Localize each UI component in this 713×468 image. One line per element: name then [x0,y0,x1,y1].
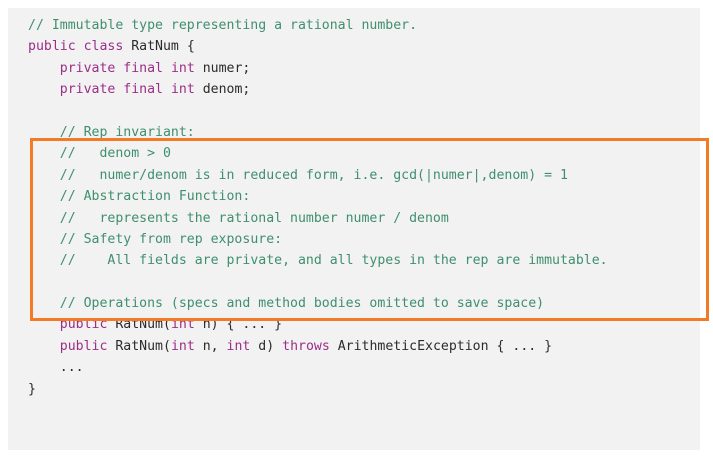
code-token-id: d) [250,338,283,354]
code-line: // numer/denom is in reduced form, i.e. … [28,165,700,186]
code-token-pl [28,189,60,204]
code-token-kw: int [170,317,195,333]
code-token-pl [28,146,60,161]
code-line: public RatNum(int n, int d) throws Arith… [28,336,700,357]
code-token-pl [163,82,171,97]
code-token-cm: // represents the rational number numer … [59,210,449,226]
code-token-pl [28,61,60,76]
code-token-pl [163,61,171,76]
code-line: // Safety from rep exposure: [28,229,700,250]
code-token-cm: // Rep invariant: [59,124,195,140]
code-token-id: RatNum( [107,338,171,354]
code-token-id: ... [28,360,84,376]
code-line: } [28,379,700,400]
code-line: // Rep invariant: [28,122,700,143]
code-line: public class RatNum { [28,36,700,57]
code-token-id: numer; [194,60,251,76]
code-line: // Operations (specs and method bodies o… [28,293,700,314]
code-token-pl [28,317,60,332]
code-token-id: RatNum { [123,39,195,55]
code-token-id: ArithmeticException { ... } [329,338,553,354]
code-token-cm: // Immutable type representing a rationa… [28,18,418,33]
code-line: private final int numer; [28,58,700,79]
code-token-kw: private [59,60,116,76]
code-line: public RatNum(int n) { ... } [28,314,700,335]
code-lines-container: // Immutable type representing a rationa… [28,15,700,400]
code-token-cm: // Abstraction Function: [59,189,251,205]
code-token-kw: public [28,39,76,55]
code-token-cm: // Operations (specs and method bodies o… [59,296,545,312]
code-token-pl [76,39,84,54]
code-token-id: denom; [194,82,251,98]
code-token-pl [28,253,60,268]
code-token-id: n, [194,338,227,354]
code-token-cm: // All fields are private, and all types… [59,253,608,269]
code-line: // denom > 0 [28,143,700,164]
code-token-kw: int [170,60,195,76]
code-token-kw: final [123,60,163,76]
code-token-cm: // denom > 0 [59,146,171,162]
code-token-pl [28,125,60,140]
code-line [28,101,700,122]
code-token-kw: final [123,82,163,98]
code-line: // Immutable type representing a rationa… [28,15,700,36]
code-line: // represents the rational number numer … [28,208,700,229]
code-block: // Immutable type representing a rationa… [8,8,709,450]
code-token-kw: throws [282,338,330,354]
code-token-id: RatNum( [107,317,171,333]
code-token-cm: // numer/denom is in reduced form, i.e. … [59,167,568,183]
code-token-pl [28,104,36,119]
code-token-pl [28,296,60,311]
code-token-pl [28,82,60,97]
code-token-pl [28,339,60,354]
code-token-kw: int [226,338,251,354]
code-token-pl [28,275,36,290]
code-line: // Abstraction Function: [28,186,700,207]
code-token-pl [28,211,60,226]
code-token-id: n) { ... } [194,317,283,333]
code-token-id: } [28,381,36,397]
code-token-pl [28,168,60,183]
code-token-kw: private [59,82,116,98]
code-line: private final int denom; [28,79,700,100]
code-token-kw: public [59,317,108,333]
code-line: // All fields are private, and all types… [28,250,700,271]
code-token-kw: public [59,338,108,354]
code-line [28,272,700,293]
code-token-kw: class [83,39,124,55]
code-line: ... [28,357,700,378]
code-token-pl [28,232,60,247]
code-token-kw: int [170,338,195,354]
code-token-kw: int [170,82,195,98]
code-token-cm: // Safety from rep exposure: [59,231,283,247]
